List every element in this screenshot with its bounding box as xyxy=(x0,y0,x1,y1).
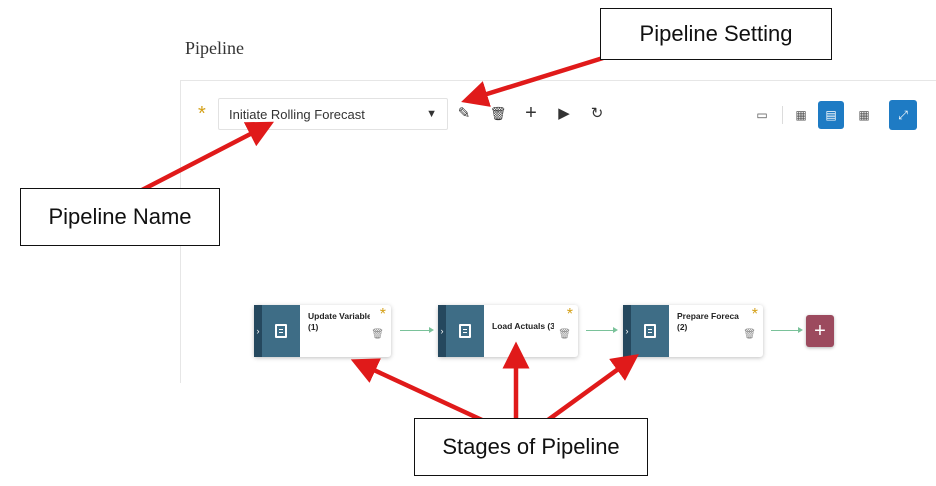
required-star-icon: * xyxy=(566,306,573,323)
stage-label: Prepare Foreca xyxy=(677,311,739,321)
panel-border-top xyxy=(180,80,936,81)
expand-stage-icon[interactable]: › xyxy=(254,305,262,357)
stage-number: (2) xyxy=(677,322,688,332)
document-icon xyxy=(459,324,471,338)
delete-stage-icon[interactable]: 🗑 xyxy=(558,329,571,340)
expand-icon[interactable]: ⤢ xyxy=(889,100,917,130)
stage-label: Update Variable xyxy=(308,311,370,321)
expand-stage-icon[interactable]: › xyxy=(438,305,446,357)
delete-stage-icon[interactable]: 🗑 xyxy=(371,329,384,340)
document-icon xyxy=(644,324,656,338)
table-view-icon[interactable]: ▦ xyxy=(858,108,870,122)
required-star-icon: * xyxy=(198,103,206,125)
archive-icon[interactable]: ▭ xyxy=(756,108,768,122)
callout-pipeline-setting: Pipeline Setting xyxy=(600,8,832,60)
expand-stage-icon[interactable]: › xyxy=(623,305,631,357)
arrow-to-setting xyxy=(461,55,604,107)
pipeline-stage[interactable]: › Update Variable (1) * 🗑 xyxy=(254,305,391,357)
page-title: Pipeline xyxy=(185,38,244,58)
required-star-icon: * xyxy=(379,306,386,323)
pipeline-stage[interactable]: › Prepare Foreca (2) * 🗑 xyxy=(623,305,763,357)
arrow-to-name xyxy=(140,121,274,192)
stage-label: Load Actuals (3 xyxy=(492,321,554,331)
stage-number: (1) xyxy=(308,322,319,332)
stage-connector xyxy=(771,327,803,333)
toolbar-divider xyxy=(782,106,783,124)
stage-icon-tile xyxy=(446,305,484,357)
stage-icon-tile xyxy=(262,305,300,357)
run-icon[interactable]: ▶ xyxy=(558,105,570,122)
chevron-down-icon: ▼ xyxy=(426,108,437,120)
add-icon[interactable]: + xyxy=(525,102,537,124)
refresh-icon[interactable]: ↻ xyxy=(590,105,604,122)
delete-stage-icon[interactable]: 🗑 xyxy=(743,329,756,340)
edit-icon[interactable]: ✎ xyxy=(457,105,471,122)
pipeline-select-value: Initiate Rolling Forecast xyxy=(229,106,365,122)
delete-icon[interactable]: 🗑 xyxy=(489,106,507,121)
arrow-to-stage-3 xyxy=(546,354,639,422)
callout-stages-of-pipeline: Stages of Pipeline xyxy=(414,418,648,476)
required-star-icon: * xyxy=(751,306,758,323)
arrow-to-stage-1 xyxy=(350,358,483,423)
document-icon xyxy=(275,324,287,338)
add-stage-button[interactable]: + xyxy=(806,315,834,347)
callout-pipeline-name: Pipeline Name xyxy=(20,188,220,246)
stage-connector xyxy=(586,327,618,333)
stage-connector xyxy=(400,327,434,333)
grid-view-icon[interactable]: ▦ xyxy=(795,108,807,122)
stage-icon-tile xyxy=(631,305,669,357)
list-view-icon[interactable]: ▤ xyxy=(818,101,844,129)
